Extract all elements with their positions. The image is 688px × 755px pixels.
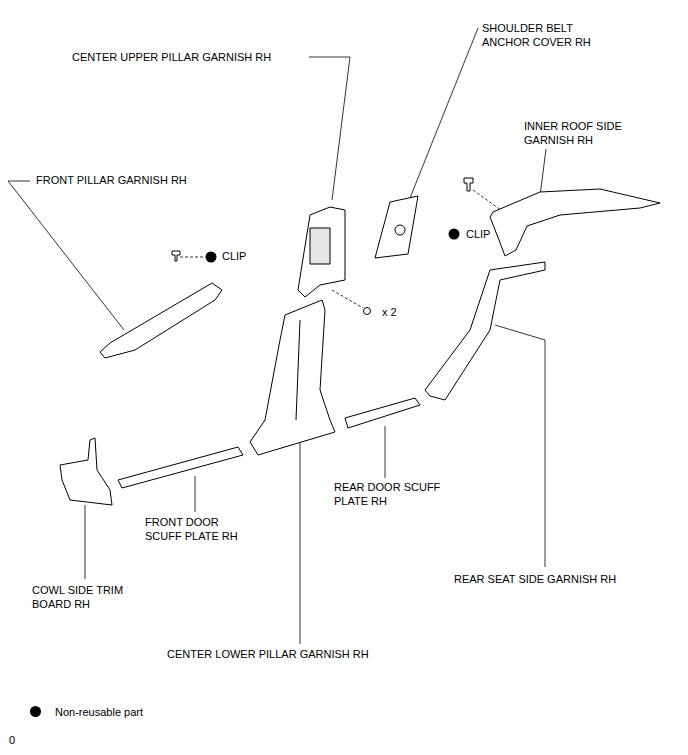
dashed-line — [332, 290, 363, 308]
front-door-scuff-plate — [118, 447, 243, 488]
leader-line — [410, 28, 478, 198]
non-reusable-dot — [449, 229, 460, 240]
part-name: REAR DOOR SCUFF PLATE RH — [334, 480, 449, 508]
cover-knob — [395, 225, 405, 235]
leader-line — [300, 442, 301, 644]
legend-swatch — [30, 706, 41, 717]
dashed-line — [180, 257, 204, 258]
center-lower-pillar-garnish — [250, 300, 335, 455]
quantity-label: x 2 — [382, 305, 397, 319]
screw-symbol — [364, 308, 371, 315]
leader-line — [8, 181, 124, 330]
leader-line — [195, 476, 196, 512]
leader-line — [385, 426, 386, 478]
clip-label: CLIP — [222, 249, 246, 263]
legend-text: Non-reusable part — [55, 705, 143, 719]
front-pillar-garnish — [100, 283, 222, 358]
non-reusable-dot — [206, 252, 217, 263]
clip-symbol — [172, 251, 180, 261]
pillar-edge — [296, 320, 300, 420]
leader-line — [540, 149, 546, 196]
clip-symbol — [464, 178, 473, 191]
inner-roof-side-garnish — [490, 189, 660, 256]
leader-line — [309, 57, 350, 200]
part-name: SHOULDER BELT ANCHOR COVER RH — [482, 21, 597, 49]
part-name: FRONT DOOR SCUFF PLATE RH — [145, 515, 248, 543]
clip-label: CLIP — [466, 227, 490, 241]
part-name: FRONT PILLAR GARNISH RH — [36, 173, 187, 187]
leader-line — [495, 325, 545, 567]
belt-window — [310, 228, 330, 264]
figure-number: 0 — [9, 733, 15, 747]
cowl-side-trim-board — [60, 438, 112, 505]
part-name: CENTER UPPER PILLAR GARNISH RH — [72, 50, 271, 64]
part-name: INNER ROOF SIDE GARNISH RH — [524, 119, 634, 147]
rear-seat-side-garnish — [425, 262, 545, 400]
part-name: COWL SIDE TRIM BOARD RH — [32, 583, 137, 611]
center-upper-pillar-garnish — [298, 207, 345, 297]
leader-line — [85, 505, 86, 579]
part-name: CENTER LOWER PILLAR GARNISH RH — [167, 647, 369, 661]
rear-door-scuff-plate — [345, 398, 420, 428]
shoulder-belt-anchor-cover — [375, 196, 418, 258]
part-name: REAR SEAT SIDE GARNISH RH — [454, 572, 616, 586]
